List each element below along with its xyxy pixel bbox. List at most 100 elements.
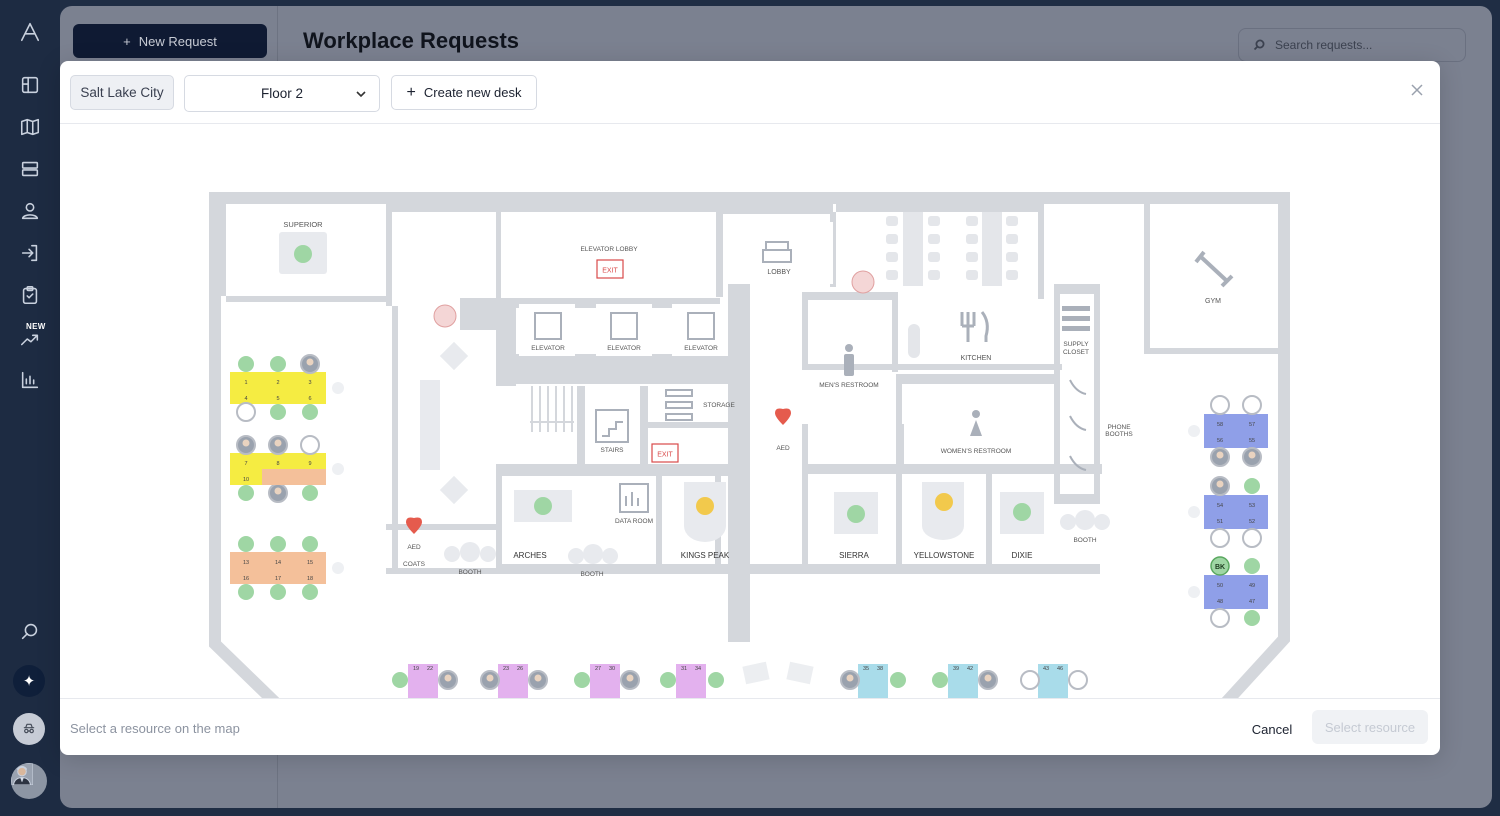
desk-group-pink-3-num-30: 30 xyxy=(609,666,615,672)
desk-group-blue-a-seat-2-face xyxy=(1216,451,1224,459)
desk-group-orange-seat-bot-2 xyxy=(302,584,318,600)
select-hint: Select a resource on the map xyxy=(70,721,240,736)
badge-bk-seat xyxy=(1210,556,1230,576)
room-label-mens-restroom: MEN'S RESTROOM xyxy=(819,382,878,389)
room-label-supply-closet-2: CLOSET xyxy=(1063,349,1089,356)
desk-group-yellow-b-seat-bot-1-face xyxy=(274,487,282,495)
desk-group-blue-c-num-50: 50 xyxy=(1217,583,1223,589)
incognito-icon[interactable] xyxy=(13,713,45,745)
people-icon[interactable] xyxy=(16,197,44,225)
desk-group-yellow-a-num-6: 6 xyxy=(308,396,311,402)
desk-group-yellow-b-sensor xyxy=(332,463,344,475)
room-label-phone-booths: PHONE xyxy=(1107,424,1131,431)
desk-group-orange-num-15: 15 xyxy=(307,560,313,566)
map-icon[interactable] xyxy=(16,113,44,141)
desk-group-yellow-a-num-3: 3 xyxy=(308,380,311,386)
analytics-icon[interactable] xyxy=(16,366,44,394)
desk-group-yellow-b-orange xyxy=(262,469,326,485)
desk-group-teal-2-num-42: 42 xyxy=(967,666,973,672)
user-avatar[interactable] xyxy=(11,763,47,799)
new-badge: NEW xyxy=(26,322,46,331)
desk-group-yellow-a-seat-bot-0 xyxy=(236,402,256,422)
aed-icon-2 xyxy=(406,517,422,534)
modal-toolbar: Salt Lake City Floor 2 + Create new desk xyxy=(60,61,1440,124)
desk-group-blue-c-seat-3 xyxy=(1244,610,1260,626)
desk-group-teal-1-seat-0-face xyxy=(846,674,854,682)
desk-group-orange-sensor xyxy=(332,562,344,574)
lounge-table-2 xyxy=(786,661,814,685)
floor-select[interactable]: Floor 2 xyxy=(184,75,380,112)
search-icon xyxy=(1253,39,1265,51)
desk-group-orange-num-14: 14 xyxy=(275,560,281,566)
desk-group-yellow-b-num-10: 10 xyxy=(243,477,249,483)
search-icon[interactable] xyxy=(16,617,44,645)
trend-icon[interactable] xyxy=(16,325,44,353)
room-label-coats: COATS xyxy=(403,561,426,568)
desk-group-teal-3-num-46: 46 xyxy=(1057,666,1063,672)
desk-group-yellow-a-seat-top-1 xyxy=(270,356,286,372)
desk-group-blue-b-num-51: 51 xyxy=(1217,519,1223,525)
desk-group-orange-seat-top-2 xyxy=(302,536,318,552)
desk-group-blue-b-seat-1 xyxy=(1244,478,1260,494)
interior-walls xyxy=(221,204,1278,642)
room-label-elevator-2: ELEVATOR xyxy=(607,345,641,352)
room-label-lobby: LOBBY xyxy=(767,269,791,276)
room-label-elevator-1: ELEVATOR xyxy=(531,345,565,352)
desk-group-blue-a-num-55: 55 xyxy=(1249,438,1255,444)
room-label-dixie: DIXIE xyxy=(1012,551,1033,560)
room-label-storage: STORAGE xyxy=(703,402,735,409)
aed-icon xyxy=(775,408,791,425)
sign-in-icon[interactable] xyxy=(16,239,44,267)
desk-group-yellow-a-num-5: 5 xyxy=(276,396,279,402)
desk-group-yellow-b-seat-top-1-face xyxy=(274,439,282,447)
desk-group-yellow-a-seat-top-2-face xyxy=(306,358,314,366)
desk-group-blue-c-seat-2 xyxy=(1210,608,1230,628)
desk-group-yellow-a-num-1: 1 xyxy=(244,380,247,386)
desk-group-blue-a-seat-1 xyxy=(1242,395,1262,415)
desk-group-teal-1-num-38: 38 xyxy=(877,666,883,672)
room-marker-superior xyxy=(294,245,312,263)
room-label-kings-peak: KINGS PEAK xyxy=(681,551,730,560)
page-title: Workplace Requests xyxy=(303,28,520,53)
desk-group-yellow-a-sensor xyxy=(332,382,344,394)
desk-group-pink-1-num-19: 19 xyxy=(413,666,419,672)
floor-map[interactable]: SUPERIOR ELEVATOR LOBBY EXIT LOBBY xyxy=(60,124,1440,750)
desk-group-teal-2-seat-1-face xyxy=(984,674,992,682)
create-desk-button[interactable]: + Create new desk xyxy=(391,75,537,110)
desk-group-blue-a-seat-3-face xyxy=(1248,451,1256,459)
room-label-booth-1: BOOTH xyxy=(458,569,481,576)
desk-group-orange-seat-bot-0 xyxy=(238,584,254,600)
desk-group-orange-num-16: 16 xyxy=(243,576,249,582)
clipboard-icon[interactable] xyxy=(16,281,44,309)
room-label-yellowstone: YELLOWSTONE xyxy=(914,551,975,560)
new-request-button[interactable]: + New Request xyxy=(73,24,267,58)
select-resource-button[interactable]: Select resource xyxy=(1312,710,1428,744)
exit-label: EXIT xyxy=(602,268,618,275)
desk-group-pink-2-seat-0-face xyxy=(486,674,494,682)
desk-group-pink-3-seat-1-face xyxy=(626,674,634,682)
exit-label-2: EXIT xyxy=(657,452,673,459)
ai-assistant-icon[interactable]: ✦ xyxy=(13,665,45,697)
room-label-booth-3: BOOTH xyxy=(1073,537,1096,544)
desk-group-yellow-b-num-8: 8 xyxy=(276,461,279,467)
room-label-data-room: DATA ROOM xyxy=(615,518,653,525)
cancel-button[interactable]: Cancel xyxy=(1251,721,1293,737)
modal-footer: Select a resource on the map Cancel Sele… xyxy=(60,698,1440,755)
dashboard-icon[interactable] xyxy=(16,71,44,99)
left-rail: NEW ✦ xyxy=(0,0,60,816)
search-input[interactable]: Search requests... xyxy=(1238,28,1466,62)
desk-group-pink-2-seat-1-face xyxy=(534,674,542,682)
room-label-womens-restroom: WOMEN'S RESTROOM xyxy=(941,448,1012,455)
close-icon[interactable] xyxy=(1410,83,1424,97)
desk-group-blue-c-num-47: 47 xyxy=(1249,599,1255,605)
city-button[interactable]: Salt Lake City xyxy=(70,75,174,110)
logo-icon[interactable] xyxy=(16,18,44,46)
desk-group-blue-a-sensor xyxy=(1188,425,1200,437)
desk-group-yellow-b-num-7: 7 xyxy=(244,461,247,467)
desk-group-teal-3-num-43: 43 xyxy=(1043,666,1049,672)
desk-group-blue-b-seat-3 xyxy=(1242,528,1262,548)
desk-group-orange-desk xyxy=(230,552,326,584)
desks-icon[interactable] xyxy=(16,155,44,183)
desk-group-blue-c-num-48: 48 xyxy=(1217,599,1223,605)
desk-group-orange-seat-bot-1 xyxy=(270,584,286,600)
